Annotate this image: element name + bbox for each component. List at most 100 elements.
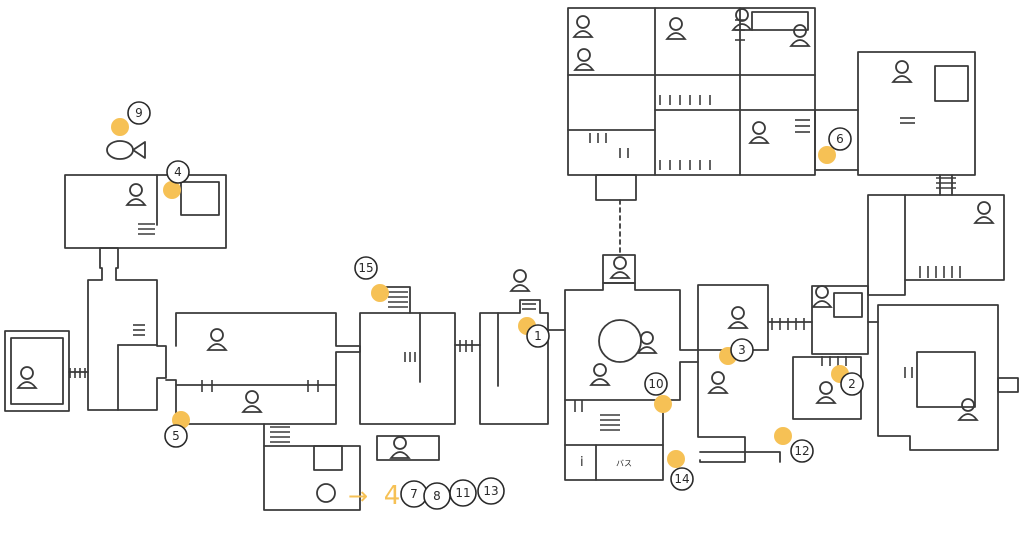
- stairs-icon: [574, 400, 583, 412]
- person-icon: [389, 436, 411, 459]
- person-icon: [789, 24, 811, 47]
- marker-14[interactable]: 14: [667, 450, 694, 491]
- marker-badge: 4: [166, 160, 190, 184]
- stairs-icon: [904, 367, 913, 378]
- stairs-icon: [138, 223, 155, 235]
- room-far-left-inner: [10, 337, 64, 405]
- svg-text:13: 13: [483, 484, 498, 498]
- bus-label: バス: [616, 459, 632, 468]
- marker-6[interactable]: 6: [818, 127, 852, 164]
- person-icon: [16, 366, 38, 389]
- marker-10[interactable]: 10: [644, 372, 672, 413]
- marker-badge: 10: [644, 372, 668, 396]
- marker-5[interactable]: 5: [164, 411, 190, 448]
- marker-badge: 2: [840, 372, 864, 396]
- svg-text:7: 7: [410, 487, 418, 501]
- marker-9[interactable]: 9: [111, 101, 151, 136]
- marker-dot: [774, 427, 792, 445]
- marker-badge: 15: [354, 256, 378, 280]
- marker-2[interactable]: 2: [831, 365, 864, 396]
- person-icon: [891, 60, 913, 83]
- marker-badge: 12: [790, 439, 814, 463]
- marker-label: 4: [174, 165, 182, 179]
- people-icons: [16, 8, 995, 459]
- stairs-icon: [659, 160, 711, 170]
- room-far-right-side: [997, 377, 1019, 393]
- marker-dot: [111, 118, 129, 136]
- person-icon: [811, 285, 833, 308]
- room-bottom-left-box: [313, 445, 343, 471]
- person-icon: [957, 398, 979, 421]
- central-pillar: [598, 319, 642, 363]
- room-marker-3: [697, 284, 769, 351]
- person-icon: [707, 371, 729, 394]
- bed-right-small: [833, 292, 863, 318]
- wall-mid-left-stair: [384, 286, 411, 314]
- person-icon: [125, 183, 147, 206]
- marker-15[interactable]: 15: [354, 256, 389, 302]
- room-top-right-inner: [934, 65, 969, 102]
- marker-12[interactable]: 12: [774, 427, 814, 463]
- stairs-icon: [307, 380, 319, 392]
- marker-label: 5: [172, 429, 180, 443]
- person-icon: [665, 17, 687, 40]
- person-icon: [727, 306, 749, 329]
- room-bottom-left: [263, 445, 361, 511]
- marker-label: 14: [674, 472, 689, 486]
- marker-dot: [371, 284, 389, 302]
- room-far-right: [877, 304, 999, 451]
- room-left-tower: [87, 247, 167, 411]
- stairs-icon: [919, 266, 961, 278]
- stairs-icon: [133, 324, 145, 336]
- fish-icon: [106, 140, 146, 160]
- stairs-icon: [589, 133, 607, 143]
- person-icon: [973, 201, 995, 224]
- marker-label: 1: [534, 329, 542, 343]
- exit-badge-11: 11: [449, 479, 477, 507]
- person-icon: [509, 269, 531, 292]
- room-top-building-bottom: [595, 174, 637, 201]
- marker-dot: [667, 450, 685, 468]
- exit-badge-8: 8: [423, 482, 451, 510]
- stairs-icon: [69, 368, 86, 378]
- marker-label: 10: [648, 377, 663, 391]
- marker-3[interactable]: 3: [719, 338, 754, 365]
- marker-dot: [654, 395, 672, 413]
- stairs-icon: [936, 177, 956, 189]
- exit-badges: 7 8 11 13: [400, 477, 505, 510]
- stairs-icon: [900, 117, 915, 124]
- svg-text:8: 8: [433, 489, 441, 503]
- exit-badge-13: 13: [477, 477, 505, 505]
- person-icon: [206, 328, 228, 351]
- marker-dot: [163, 181, 181, 199]
- room-right-column: [867, 194, 1005, 296]
- stairs-icon: [388, 291, 408, 308]
- room-mid-left: [359, 312, 456, 425]
- room-right-small-top: [811, 285, 869, 355]
- marker-label: 12: [794, 444, 809, 458]
- stairs-icon: [522, 303, 536, 310]
- room-mid-left-sub: [376, 435, 440, 461]
- marker-dot: [818, 146, 836, 164]
- stairs-icon: [270, 426, 290, 443]
- room-top-right: [857, 51, 976, 176]
- marker-4[interactable]: 4: [163, 160, 190, 199]
- person-icon: [241, 390, 263, 413]
- info-symbol: i: [580, 455, 584, 470]
- marker-1[interactable]: 1: [518, 317, 550, 348]
- marker-badge: 1: [526, 324, 550, 348]
- room-far-left-outer: [4, 330, 70, 412]
- stairs-icons: [69, 19, 961, 443]
- exit-badge-7: 7: [400, 480, 428, 508]
- stairs-icon: [404, 352, 416, 362]
- svg-text:11: 11: [455, 486, 470, 500]
- marker-badge: 3: [730, 338, 754, 362]
- person-icon: [748, 121, 770, 144]
- marker-label: 15: [358, 261, 373, 275]
- marker-badge: 14: [670, 467, 694, 491]
- exit-symbol: [316, 483, 336, 503]
- person-icon: [731, 8, 753, 31]
- exit-number: 4: [384, 481, 401, 511]
- room-long-hall: [165, 312, 361, 425]
